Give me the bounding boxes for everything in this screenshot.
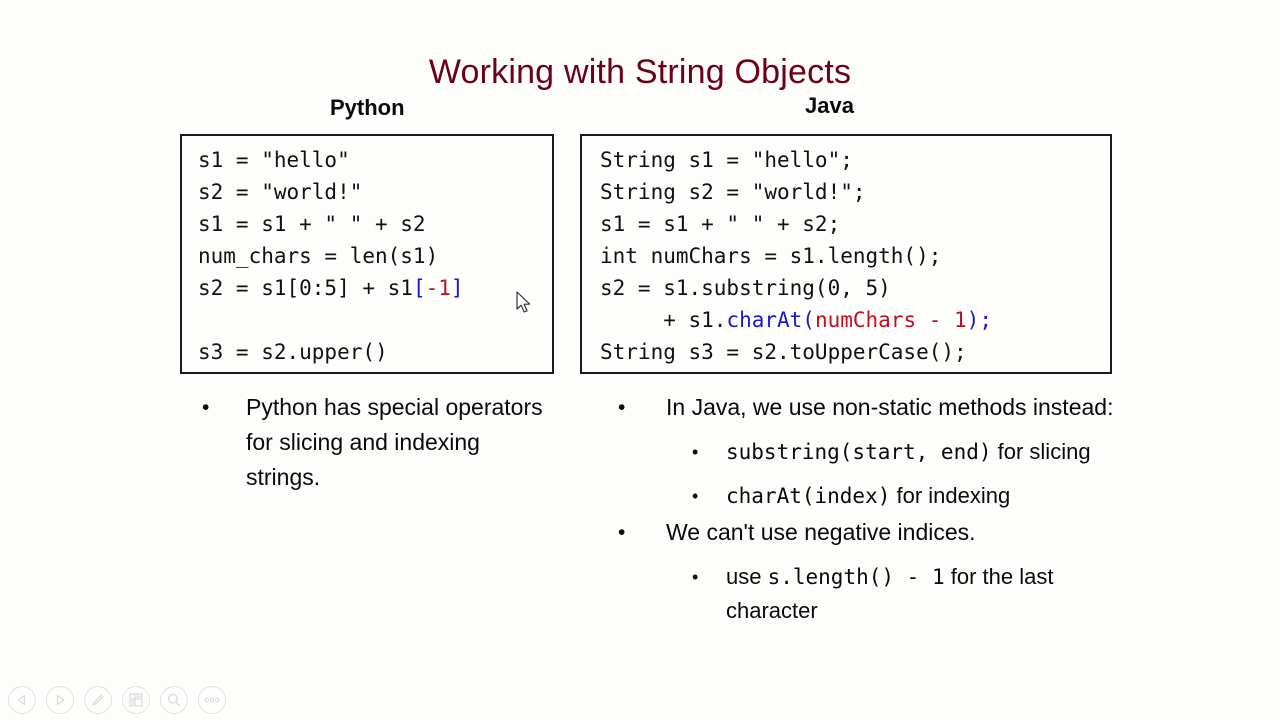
- column-heading-java: Java: [805, 93, 854, 118]
- bullet-text: use s.length() - 1 for the last characte…: [726, 560, 1118, 628]
- bullet-text-run: charAt(index): [726, 484, 891, 508]
- code-token: s1 = s1 + " " + s2: [198, 212, 426, 236]
- code-line: int numChars = s1.length();: [600, 240, 1110, 272]
- code-token: s3 = s2.upper(): [198, 340, 388, 364]
- bullet-text: We can't use negative indices.: [666, 515, 1118, 550]
- code-line: + s1.charAt(numChars - 1);: [600, 304, 1110, 336]
- grid-icon: [128, 692, 144, 708]
- triangle-right-icon: [53, 693, 67, 707]
- bullet-text-run: use: [726, 564, 768, 589]
- bullet-item: • Python has special operators for slicin…: [190, 390, 560, 495]
- bullet-text-run: for indexing: [890, 483, 1011, 508]
- code-line: s3 = s2.upper(): [198, 336, 552, 368]
- code-token: s1 = s1 + " " + s2;: [600, 212, 841, 236]
- java-bullet-list: • In Java, we use non-static methods inst…: [608, 390, 1118, 630]
- bullet-text: Python has special operators for slicing…: [246, 390, 560, 495]
- zoom-button[interactable]: [160, 686, 188, 714]
- code-line: String s3 = s2.toUpperCase();: [600, 336, 1110, 368]
- bullet-item: • charAt(index) for indexing: [608, 479, 1118, 513]
- previous-slide-button[interactable]: [8, 686, 36, 714]
- bullet-text-run: s.length() - 1: [767, 565, 945, 589]
- code-token: s2 = s1[0:5] + s1: [198, 276, 413, 300]
- code-token: String s3 = s2.toUpperCase();: [600, 340, 967, 364]
- java-code-block: String s1 = "hello"; String s2 = "world!"…: [580, 134, 1112, 374]
- code-token: int numChars = s1.length();: [600, 244, 942, 268]
- bullet-text-run: We can't use negative indices.: [666, 519, 976, 545]
- bullet-text-run: Python has special operators for slicing…: [246, 394, 543, 490]
- code-line: s2 = "world!": [198, 176, 552, 208]
- bullet-item: • We can't use negative indices.: [608, 515, 1118, 550]
- code-line: s1 = s1 + " " + s2;: [600, 208, 1110, 240]
- bullet-marker-icon: •: [618, 396, 626, 419]
- bullet-marker-icon: •: [692, 442, 699, 462]
- code-token: s2 = "world!": [198, 180, 363, 204]
- code-token: ]: [450, 276, 464, 300]
- code-token: String s2 = "world!";: [600, 180, 866, 204]
- bullet-item: • substring(start, end) for slicing: [608, 435, 1118, 469]
- code-token: );: [966, 308, 992, 332]
- triangle-left-icon: [15, 693, 29, 707]
- magnifier-icon: [166, 692, 182, 708]
- code-token: + s1.: [600, 308, 727, 332]
- code-line: String s2 = "world!";: [600, 176, 1110, 208]
- bullet-marker-icon: •: [692, 486, 699, 506]
- code-token: [198, 308, 211, 332]
- bullet-text: substring(start, end) for slicing: [726, 435, 1118, 469]
- code-line: s1 = s1 + " " + s2: [198, 208, 552, 240]
- column-heading-python: Python: [330, 95, 405, 120]
- code-token: -1: [425, 276, 451, 300]
- next-slide-button[interactable]: [46, 686, 74, 714]
- presentation-toolbar: [0, 680, 1280, 720]
- more-options-button[interactable]: [198, 686, 226, 714]
- bullet-text-run: for slicing: [991, 439, 1091, 464]
- bullet-text-run: for the last character: [726, 564, 1054, 623]
- bullet-text: charAt(index) for indexing: [726, 479, 1118, 513]
- python-code-block: s1 = "hello" s2 = "world!" s1 = s1 + " " +…: [180, 134, 554, 374]
- code-token: s1 = "hello": [198, 148, 350, 172]
- code-token: charAt(: [726, 308, 815, 332]
- pen-tool-button[interactable]: [84, 686, 112, 714]
- bullet-marker-icon: •: [692, 567, 699, 587]
- bullet-item: • use s.length() - 1 for the last charact…: [608, 560, 1118, 628]
- bullet-text: In Java, we use non-static methods inste…: [666, 390, 1118, 425]
- code-token: numChars - 1: [814, 308, 967, 332]
- code-line: [198, 304, 552, 336]
- bullet-marker-icon: •: [618, 521, 626, 544]
- python-bullet-list: • Python has special operators for slicin…: [190, 390, 560, 497]
- code-line: String s1 = "hello";: [600, 144, 1110, 176]
- code-token: s2 = s1.substring(0, 5): [600, 276, 891, 300]
- code-line: s2 = s1.substring(0, 5): [600, 272, 1110, 304]
- bullet-text-run: In Java, we use non-static methods inste…: [666, 394, 1114, 420]
- bullet-marker-icon: •: [202, 396, 210, 419]
- bullet-text-run: substring(start, end): [726, 440, 992, 464]
- code-token: String s1 = "hello";: [600, 148, 853, 172]
- code-line: s2 = s1[0:5] + s1[-1]: [198, 272, 552, 304]
- code-line: s1 = "hello": [198, 144, 552, 176]
- bullet-item: • In Java, we use non-static methods inst…: [608, 390, 1118, 425]
- slide-overview-button[interactable]: [122, 686, 150, 714]
- code-token: num_chars = len(s1): [198, 244, 439, 268]
- code-token: [: [412, 276, 426, 300]
- page-title: Working with String Objects: [428, 52, 852, 91]
- ellipsis-icon: [203, 695, 221, 705]
- code-line: num_chars = len(s1): [198, 240, 552, 272]
- pen-icon: [90, 692, 106, 708]
